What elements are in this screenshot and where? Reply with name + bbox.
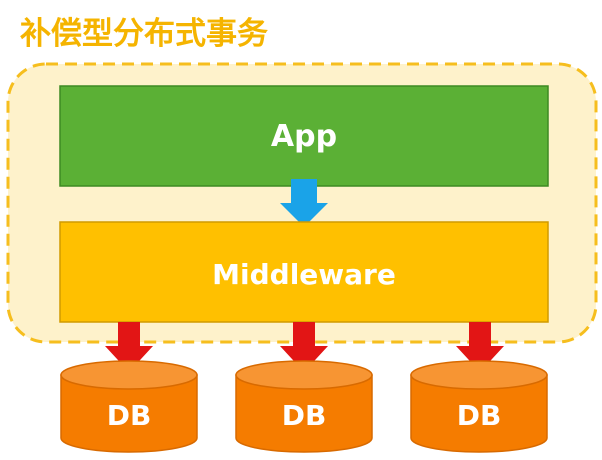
diagram-title: 补偿型分布式事务	[20, 16, 268, 52]
db-icon-top	[60, 360, 198, 390]
middleware-to-db-arrow-2	[280, 322, 328, 372]
middleware-to-db-arrow-3	[456, 322, 504, 372]
db-label: DB	[457, 399, 502, 432]
db-icon	[60, 374, 198, 453]
db-icon-top	[410, 360, 548, 390]
middleware-box: Middleware	[59, 221, 549, 323]
middleware-label: Middleware	[212, 258, 396, 291]
app-box: App	[59, 85, 549, 187]
app-label: App	[271, 119, 337, 154]
db-label: DB	[107, 399, 152, 432]
db-icon-top	[235, 360, 373, 390]
app-to-middleware-arrow	[280, 179, 328, 227]
database-cylinder-1: DB	[60, 360, 198, 453]
db-icon	[410, 374, 548, 453]
database-cylinder-2: DB	[235, 360, 373, 453]
db-label: DB	[282, 399, 327, 432]
app-box-rect	[59, 85, 549, 187]
middleware-to-db-arrow-1	[105, 322, 153, 372]
middleware-box-rect	[59, 221, 549, 323]
database-cylinder-3: DB	[410, 360, 548, 453]
db-icon	[235, 374, 373, 453]
